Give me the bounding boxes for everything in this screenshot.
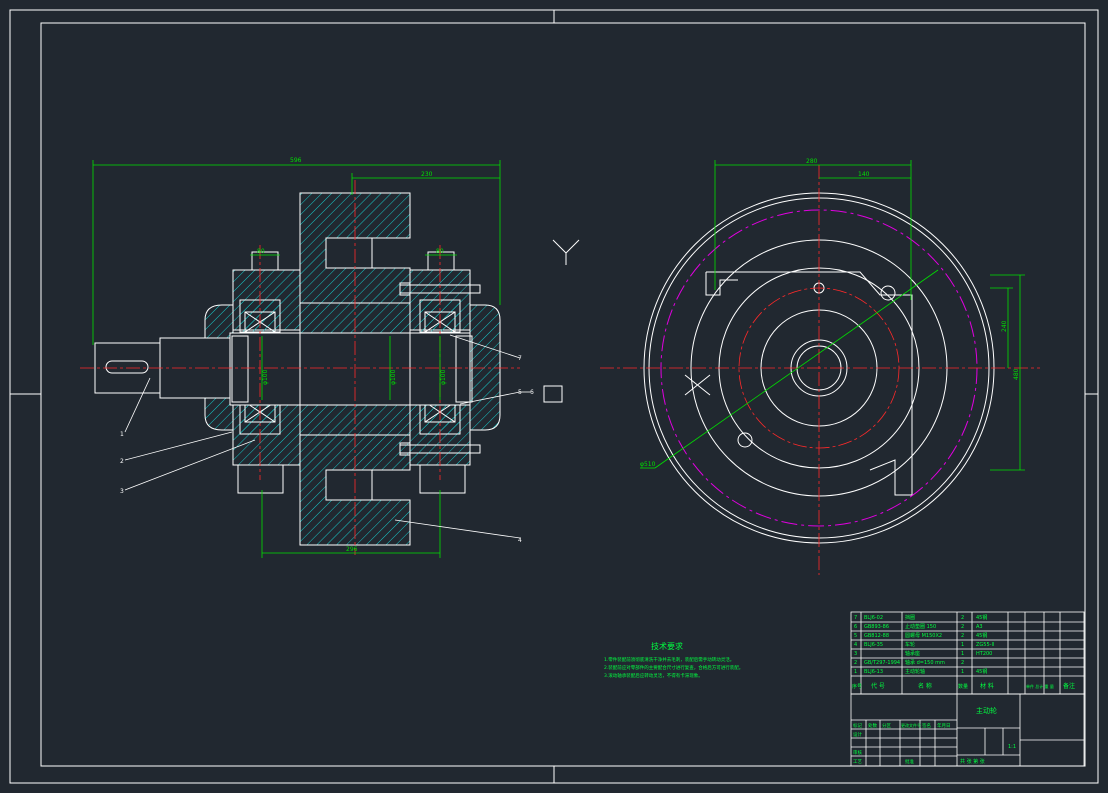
- parts-cell-name: 挡圈: [905, 614, 915, 621]
- parts-cell-name: 轴承座: [905, 650, 920, 657]
- dim-outer-diameter: φ510: [640, 461, 656, 468]
- parts-cell-code: GB/T297-1994: [864, 660, 900, 666]
- view-marker: [543, 239, 580, 403]
- end-view: 280 140 240 480 φ510: [600, 158, 1040, 575]
- end-view-housing: [705, 271, 913, 496]
- tb-label-change: 更改文件号: [901, 722, 921, 728]
- leader-label-7: 7: [518, 355, 522, 362]
- parts-cell-mat: A3: [976, 624, 983, 630]
- parts-cell-qty: 2: [961, 615, 964, 621]
- notes-line-3: 3.滚动轴承装配后应转动灵活，不得有卡滞现象。: [604, 672, 703, 679]
- parts-cell-name: 止动垫圈 150: [905, 623, 936, 630]
- tb-label-count: 处数: [868, 722, 877, 729]
- tb-label-sign: 签名: [922, 722, 931, 729]
- dim-bearing-left: 80: [257, 248, 265, 255]
- parts-header-weight: 单件 总计 重 量: [1026, 683, 1054, 689]
- dim-dia-left: φ100: [262, 369, 269, 385]
- parts-cell-name: 车轮: [905, 641, 915, 648]
- leader-label-5: 5: [518, 389, 522, 396]
- end-view-dim-texts: 280 140 240 480 φ510: [640, 158, 1020, 468]
- parts-header-name: 名 称: [918, 682, 932, 690]
- notes-line-1: 1.零件装配前须彻底清洗干净并去毛刺，装配后需手动转动灵活。: [604, 656, 734, 663]
- parts-cell-mat: 45钢: [976, 668, 987, 675]
- dimension-texts-left: 596 230 80 80 296 φ100 φ100 φ100: [257, 157, 447, 553]
- tb-label-design: 设计: [853, 731, 862, 738]
- tb-label-zone: 分区: [882, 722, 891, 729]
- parts-cell-no: 4: [854, 642, 857, 648]
- dim-right-v2: 480: [1013, 368, 1020, 380]
- parts-cell-code: BLJ6-35: [864, 642, 883, 648]
- leader-label-6: 6: [530, 389, 534, 396]
- dim-dia-mid: φ100: [390, 369, 397, 385]
- parts-cell-mat: 45钢: [976, 632, 987, 639]
- parts-cell-mat: 45钢: [976, 614, 987, 621]
- tb-label-process: 工艺: [853, 759, 862, 765]
- parts-cell-no: 7: [854, 615, 857, 621]
- leader-label-3: 3: [120, 488, 124, 495]
- parts-header-qty: 数量: [958, 683, 968, 690]
- parts-header-mat: 材 料: [980, 682, 994, 690]
- parts-cell-name: 主动轮轴: [905, 668, 925, 675]
- parts-cell-name: 轴承 d=150 mm: [905, 659, 945, 666]
- parts-cell-no: 3: [854, 651, 857, 657]
- dim-overall-width: 596: [290, 157, 302, 164]
- end-view-x-mark: [684, 374, 711, 396]
- dim-right-half: 140: [858, 171, 870, 178]
- leader-lines: [124, 334, 530, 539]
- parts-cell-no: 6: [854, 624, 857, 630]
- tb-label-review: 审核: [853, 749, 862, 756]
- parts-cell-no: 2: [854, 660, 857, 666]
- parts-cell-qty: 1: [961, 642, 964, 648]
- dim-right-width: 280: [806, 158, 818, 165]
- parts-cell-no: 5: [854, 633, 857, 639]
- shaft: [94, 332, 473, 406]
- parts-cell-name: 圆螺母 M150X2: [905, 632, 942, 639]
- notes-title: 技术要求: [651, 641, 683, 651]
- tb-label-mark: 标记: [853, 722, 862, 729]
- parts-header-remark: 备注: [1063, 682, 1075, 690]
- parts-cell-qty: 2: [961, 633, 964, 639]
- dim-right-v1: 240: [1001, 320, 1008, 332]
- drawing-name: 主动轮: [976, 706, 997, 715]
- parts-header-code: 代 号: [871, 682, 885, 690]
- tb-label-approve: 批准: [905, 758, 914, 765]
- parts-cell-mat: HT200: [976, 651, 992, 657]
- tb-label-date: 年月日: [937, 722, 951, 729]
- technical-notes: 技术要求 1.零件装配前须彻底清洗干净并去毛刺，装配后需手动转动灵活。 2.装配…: [604, 641, 743, 679]
- parts-cell-code: BLJ6-13: [864, 669, 883, 675]
- leader-label-1: 1: [120, 431, 124, 438]
- section-view: 596 230 80 80 296 φ100 φ100 φ100 1 2 3 4…: [80, 157, 580, 558]
- dim-dia-right: φ100: [440, 369, 447, 385]
- parts-cell-code: GB812-88: [864, 633, 889, 639]
- end-view-centerlines: [600, 165, 1040, 575]
- parts-cell-qty: 2: [961, 660, 964, 666]
- sheet-label: 共 张 第 张: [960, 758, 985, 765]
- parts-cell-qty: 1: [961, 651, 964, 657]
- dimension-lines-left: [92, 160, 501, 558]
- drawing-frame: [9, 9, 1099, 784]
- leader-labels: 1 2 3 4 5 6 7: [120, 355, 534, 544]
- parts-cell-no: 1: [854, 669, 857, 675]
- parts-cell-code: GB893-86: [864, 624, 889, 630]
- dim-bearing-right: 80: [436, 248, 444, 255]
- parts-cell-code: BLJ6-02: [864, 615, 883, 621]
- notes-line-2: 2.装配前应对零部件的主要配合尺寸进行复查，合格后方可进行装配。: [604, 664, 743, 671]
- drawing-scale: 1:1: [1008, 744, 1016, 750]
- title-block: 主动轮 1:1 共 张 第 张 标记 处数 分区 更改文件号 签名 年月日 设计…: [850, 693, 1085, 767]
- parts-header-no: 序号: [852, 683, 862, 690]
- leader-label-4: 4: [518, 537, 522, 544]
- dim-hub-top: 230: [421, 171, 433, 178]
- parts-cell-mat: ZG55-II: [976, 642, 994, 648]
- leader-label-2: 2: [120, 458, 124, 465]
- end-view-dimensions: [640, 160, 1025, 471]
- dim-bottom-span: 296: [346, 546, 358, 553]
- parts-cell-qty: 1: [961, 669, 964, 675]
- parts-cell-qty: 2: [961, 624, 964, 630]
